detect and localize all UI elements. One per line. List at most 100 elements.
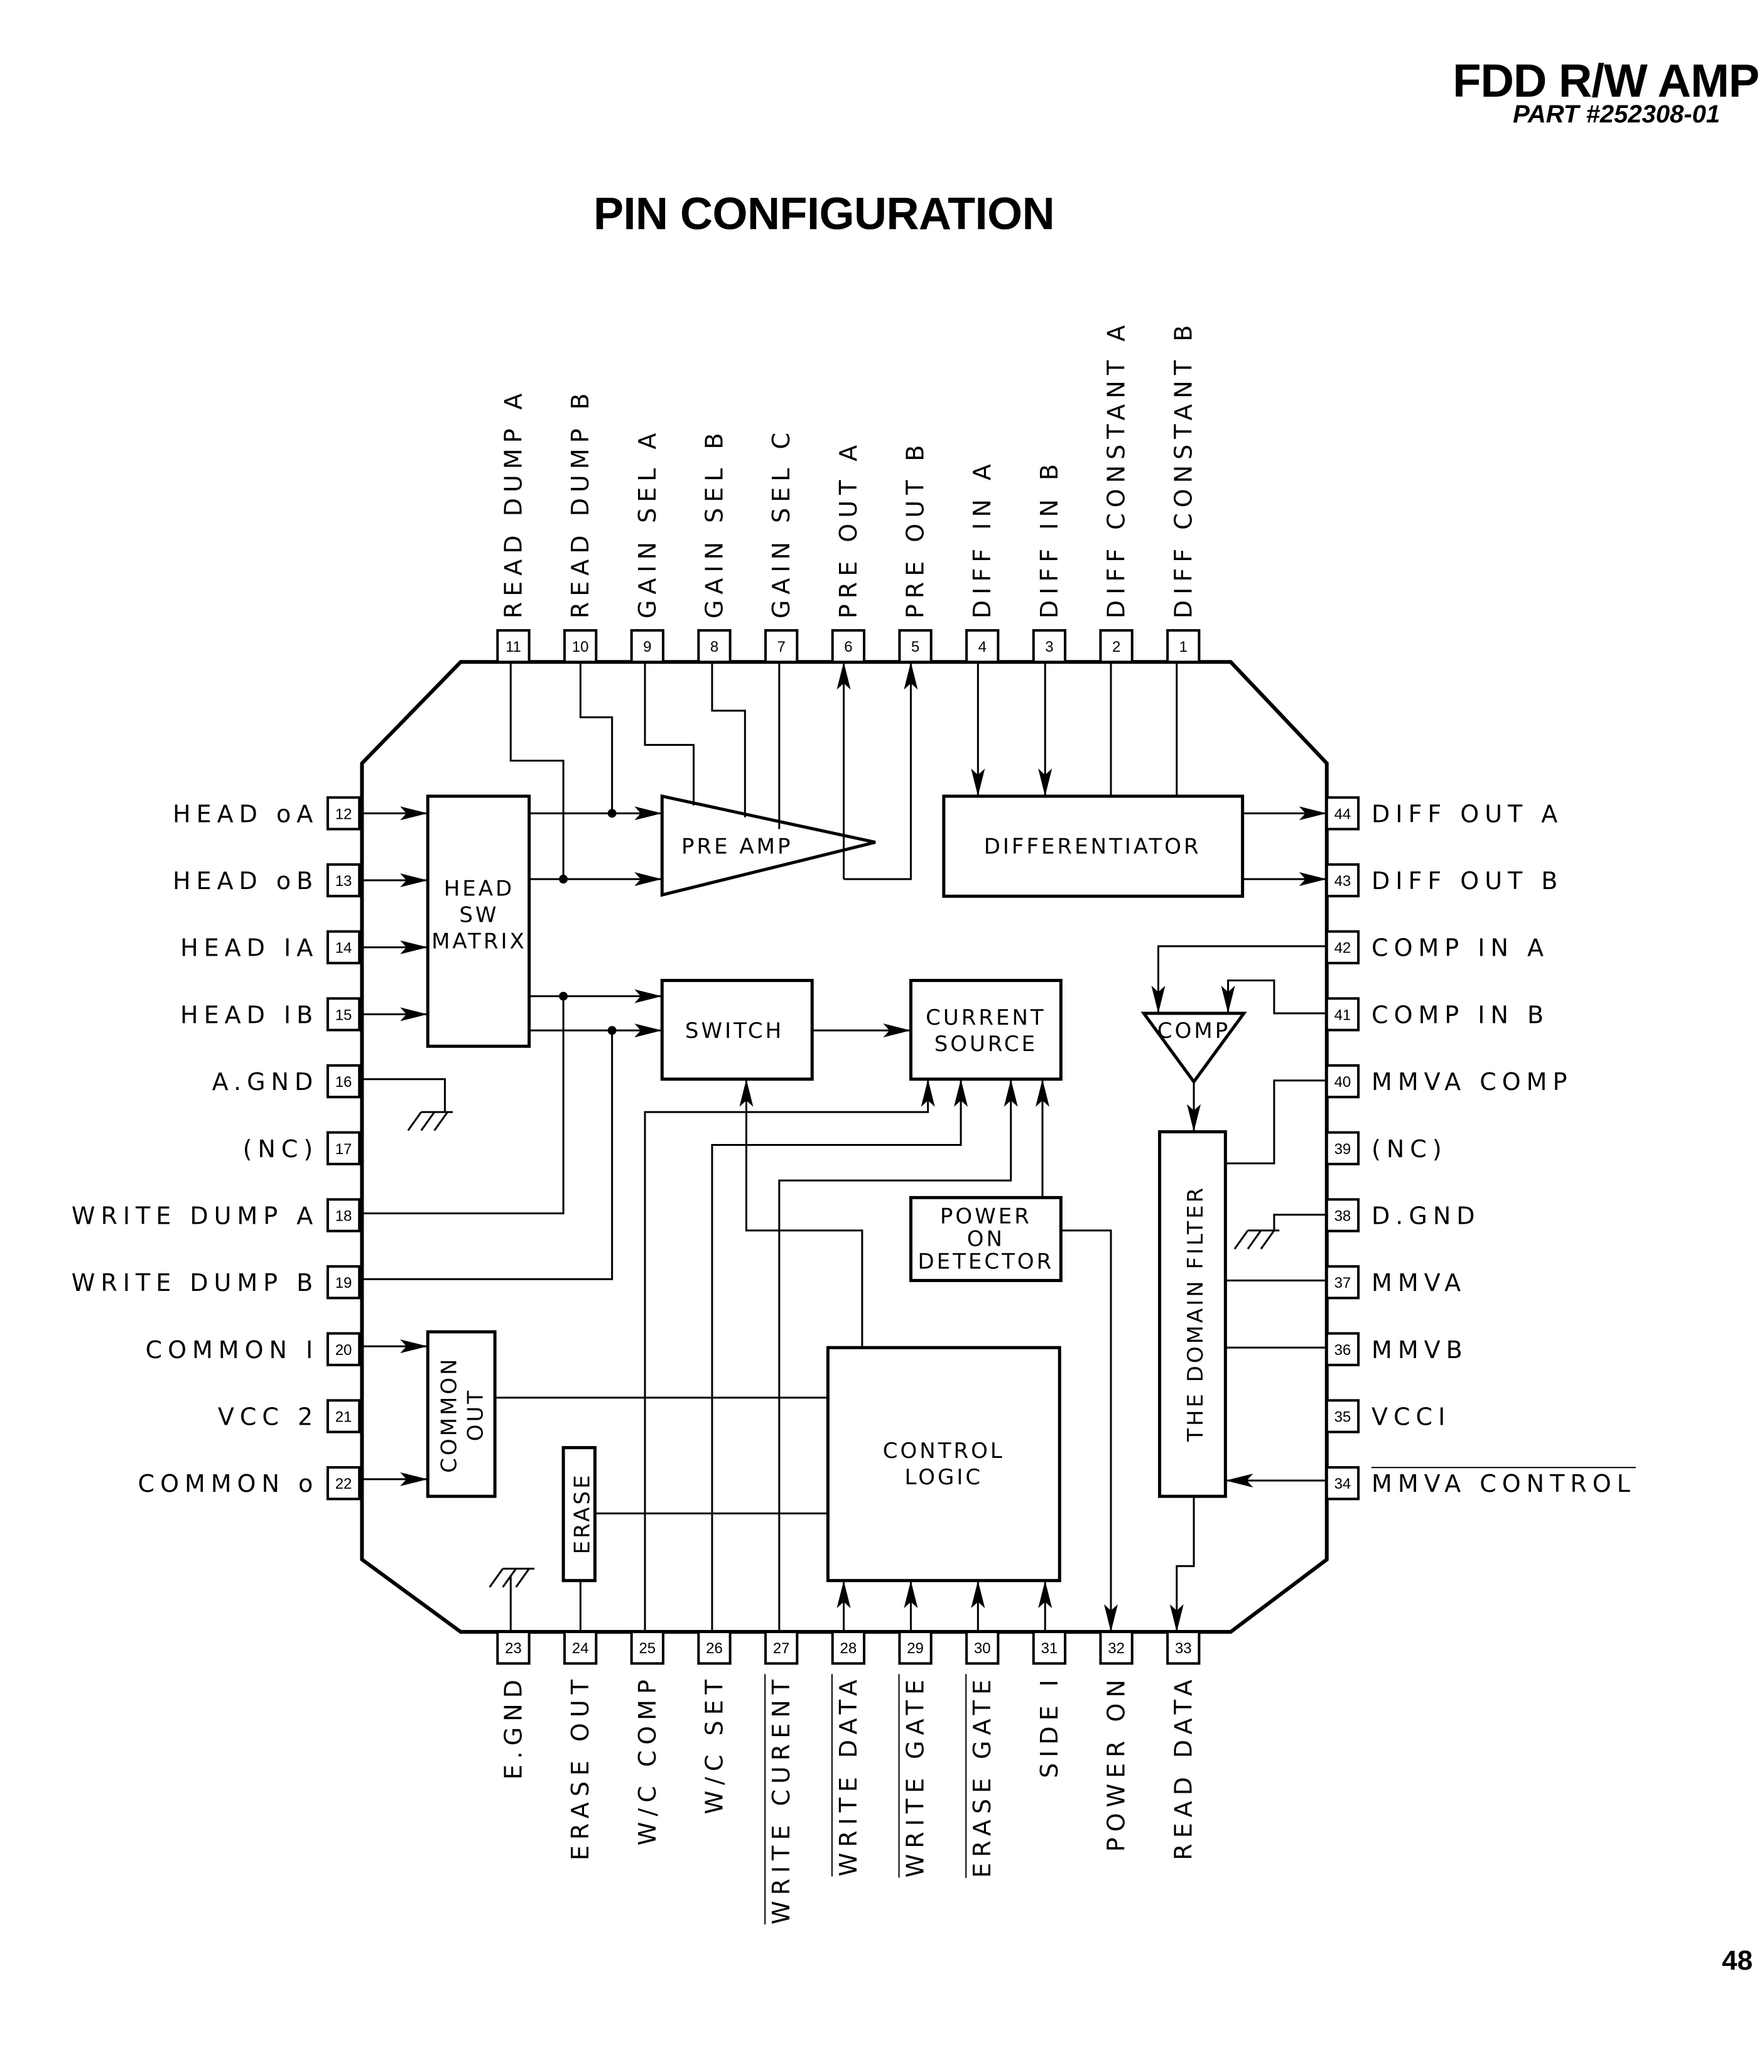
pin-box [1032,629,1067,664]
pin-number: 40 [1334,1074,1351,1091]
pin-label-37: MMVA [1372,1269,1466,1297]
pin-label-3: DIFF IN B [1036,458,1063,618]
wire-control-switch [739,1079,863,1348]
pin-number: 23 [505,1640,522,1657]
pin-label-7: GAIN SEL C [767,427,795,618]
pin-number: 22 [335,1476,352,1492]
domain-filter-label-line: THE DOMAIN FILTER [1183,1185,1208,1442]
pin-23: 23 [496,1631,531,1665]
pin-7: 7 [764,629,799,664]
ground-hatch [1247,1229,1262,1249]
pin-label-26: W/C SET [700,1674,728,1814]
wire-dgnd [1273,1214,1327,1231]
pin-33: 33 [1166,1631,1201,1665]
pin-37: 37 [1325,1265,1360,1300]
pre-amp-triangle [660,794,876,897]
pin-label-text: PRE OUT A [835,440,862,618]
wire-read-data [1169,1496,1195,1632]
wire-agnd [362,1078,446,1113]
pin-label-text: DIFF CONSTANT A [1103,320,1130,618]
pin-box [1325,1265,1360,1300]
pin-24: 24 [563,1631,598,1665]
ground-hatch [1260,1229,1275,1249]
pin-label-25: W/C COMP [634,1674,661,1845]
pin-label-2: DIFF CONSTANT A [1103,320,1130,618]
pin-box [898,1631,933,1665]
pin-box [1032,1631,1067,1665]
pin-box [1325,1131,1360,1165]
differentiator-block [942,794,1245,898]
pin-label-8: GAIN SEL B [700,428,728,619]
pin-box [1325,1198,1360,1233]
pin-label-27: WRITE CURENT [764,1674,795,1925]
pin-box [496,1631,531,1665]
pin-number: 27 [773,1640,790,1657]
pin-box [697,1631,732,1665]
pin-label-12: HEAD oA [173,800,318,828]
pin-number: 37 [1334,1275,1351,1292]
pin-label-6: PRE OUT A [835,440,862,618]
pin-box [1325,1466,1360,1501]
pin-14: 14 [326,930,361,964]
pin-21: 21 [326,1399,361,1433]
control-logic-label-line: LOGIC [905,1465,983,1490]
chip-body [360,660,1329,1634]
pin-label-text: GAIN SEL C [767,427,795,618]
head-sw-matrix-block [426,794,531,1048]
comp-label: COMP [1157,1018,1228,1044]
pin-label-33: READ DATA [1169,1674,1197,1860]
pin-28: 28 [831,1631,866,1665]
pin-label-13: HEAD oB [173,867,318,895]
pin-box [1166,629,1201,664]
pin-number: 30 [974,1640,991,1657]
switch-label: SWITCH [685,1018,781,1044]
pin-label-17: (NC) [243,1135,319,1163]
power-on-detector-block [909,1195,1063,1282]
pin-30: 30 [965,1631,1000,1665]
pin-5: 5 [898,629,933,664]
control-logic-label-line: CONTROL [883,1438,1005,1464]
wire-write-current [778,1079,1018,1632]
ground-hatch [420,1111,435,1131]
pin-label-text: W/C COMP [634,1674,661,1845]
wire-comp-in-a [1151,945,1327,1013]
pin-number: 18 [335,1207,352,1224]
pin-number: 31 [1041,1640,1058,1657]
pin-box [326,930,361,964]
pin-number: 28 [840,1640,857,1657]
pin-label-text: DIFF IN B [1036,458,1063,618]
ground-hatch [502,1568,517,1588]
head-sw-matrix-label-line: MATRIX [431,929,527,954]
pin-label-36: MMVB [1372,1336,1468,1364]
pin-label-text: DIFF IN A [968,458,996,618]
pin-box [326,863,361,898]
pin-box [326,1332,361,1366]
pin-label-38: D.GND [1372,1202,1480,1229]
ground-symbol [407,1111,453,1131]
pin-box [965,629,1000,664]
pin-label-4: DIFF IN A [968,458,996,618]
pin-35: 35 [1325,1399,1360,1433]
pin-4: 4 [965,629,1000,664]
pin-label-5: PRE OUT B [902,440,929,619]
ground-hatch [407,1111,422,1131]
erase-block [561,1446,597,1582]
pin-label-text: PRE OUT B [902,440,929,619]
common-out-label-line: OUT [463,1388,489,1441]
pin-number: 8 [710,639,718,656]
pin-3: 3 [1032,629,1067,664]
pin-label-text: GAIN SEL B [700,428,728,619]
pin-label-28: WRITE DATA [831,1674,862,1877]
pin-label-39: (NC) [1372,1135,1447,1163]
pin-box [898,629,933,664]
pre-amp-label-line: PRE AMP [681,834,793,860]
pin-label-30: ERASE GATE [965,1674,996,1878]
pin-38: 38 [1325,1198,1360,1233]
pin-number: 43 [1334,873,1351,890]
